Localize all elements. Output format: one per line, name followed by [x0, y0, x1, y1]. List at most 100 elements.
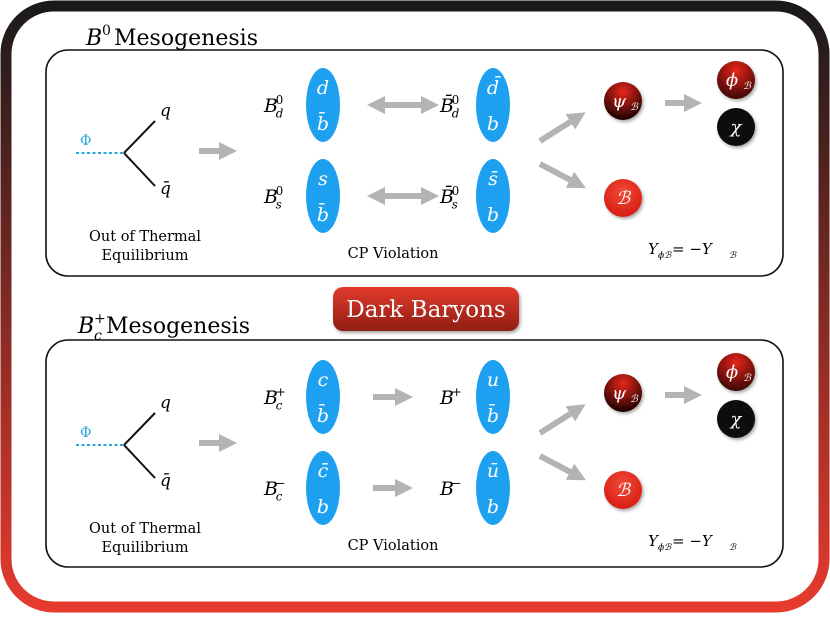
- particle-label: ϕ: [726, 70, 738, 91]
- quark-bottom: b̄: [317, 403, 329, 427]
- quark-top: s̄: [488, 168, 498, 190]
- partner-meson-symbol: B̄0s: [439, 184, 459, 212]
- quark-top: c̄: [318, 460, 329, 482]
- particle-circle: [717, 108, 755, 146]
- panel-box: [45, 339, 784, 568]
- particle-label: ψ: [612, 91, 627, 112]
- quark-pill-shape: [476, 360, 510, 434]
- meson-symbol: B+c: [263, 385, 286, 413]
- antiquark-label: q̄: [160, 179, 171, 199]
- subscript: c: [276, 490, 283, 504]
- quark-bottom: b: [487, 496, 499, 518]
- antiquark-line: [123, 444, 156, 479]
- chi-particle: χ: [717, 108, 755, 146]
- caption-out-of-equilibrium-1: Out of Thermal: [89, 521, 201, 537]
- particle-circle: [717, 400, 755, 438]
- svg-text:B̄: B̄: [439, 94, 454, 117]
- partner-quark-content: u b̄: [476, 360, 510, 434]
- quark-bottom: b: [487, 204, 499, 226]
- quark-top: c: [318, 369, 329, 391]
- panel-title: B+c Mesogenesis: [77, 311, 250, 344]
- particle-sub: ℬ: [630, 394, 639, 405]
- meson-symbol: B0d: [263, 93, 284, 121]
- svg-text:B: B: [439, 478, 454, 500]
- arrow-to-baryon: [538, 161, 586, 189]
- particle-label: ℬ: [616, 188, 632, 209]
- quark-pill-shape: [306, 68, 340, 142]
- particle-circle: [604, 374, 642, 412]
- particle-sub: ℬ: [630, 102, 639, 113]
- title-symbol: B: [77, 314, 94, 339]
- antiquark-line: [123, 152, 156, 187]
- inflaton-label: Φ: [80, 133, 91, 149]
- chi-particle: χ: [717, 400, 755, 438]
- panel-box: [45, 49, 784, 277]
- superscript: 0: [452, 93, 460, 107]
- subscript: d: [276, 107, 284, 121]
- meson-quark-content: sb̄: [306, 159, 340, 233]
- meson-row-2: B−c c̄b B− ūb: [263, 451, 510, 525]
- meson-row-1: B+c c b̄ B+ u b̄: [263, 360, 510, 434]
- caption-out-of-equilibrium-2: Equilibrium: [101, 248, 188, 264]
- quark-top: ū: [487, 460, 499, 482]
- title-text: Mesogenesis: [106, 314, 250, 339]
- partner-quark-content: s̄ b: [476, 159, 510, 233]
- relation-rhs-sub: ℬ: [729, 251, 737, 261]
- particle-circle: [604, 471, 642, 509]
- particle-label: χ: [729, 409, 743, 430]
- title-text: Mesogenesis: [114, 26, 258, 51]
- relation-eq: = −Y: [672, 532, 714, 550]
- antiquark-label: q̄: [160, 471, 171, 491]
- quark-pill-shape: [476, 159, 510, 233]
- particle-label: χ: [729, 117, 743, 138]
- superscript: 0: [276, 184, 284, 198]
- baryon-particle: ℬ: [604, 179, 642, 217]
- svg-text:B: B: [439, 387, 454, 409]
- quark-bottom: b̄: [487, 403, 499, 427]
- inflaton-label: Φ: [80, 425, 91, 441]
- title-symbol: B: [85, 26, 102, 51]
- particle-circle: [717, 61, 755, 99]
- quark-bottom: b: [487, 113, 499, 135]
- superscript: 0: [276, 93, 284, 107]
- quark-bottom: b̄: [317, 111, 329, 135]
- particle-label: ϕ: [726, 362, 738, 383]
- relation-rhs-sub: ℬ: [729, 543, 737, 553]
- svg-text:B: B: [263, 186, 278, 208]
- relation-lhs: Y: [648, 240, 660, 258]
- particle-circle: [604, 82, 642, 120]
- caption-out-of-equilibrium-1: Out of Thermal: [89, 229, 201, 245]
- arrow-to-baryon: [538, 453, 586, 481]
- meson-symbol: B−c: [263, 476, 286, 504]
- arrow-to-psi: [538, 404, 586, 436]
- quark-pill-shape: [306, 451, 340, 525]
- superscript: +: [452, 385, 462, 399]
- arrow-to-psi: [538, 112, 586, 144]
- meson-quark-content: c̄b: [306, 451, 340, 525]
- partner-quark-content: d̄b: [476, 68, 510, 142]
- particle-sub: ℬ: [743, 81, 752, 92]
- meson-symbol: B0s: [263, 184, 283, 212]
- quark-pill-shape: [476, 68, 510, 142]
- particle-circle: [717, 353, 755, 391]
- baryon-particle: ℬ: [604, 471, 642, 509]
- title-sup: +: [94, 311, 106, 327]
- quark-bottom: b̄: [317, 202, 329, 226]
- superscript: −: [452, 476, 462, 490]
- subscript: s: [452, 198, 458, 212]
- svg-text:B: B: [263, 95, 278, 117]
- meson-quark-content: db̄: [306, 68, 340, 142]
- quark-label: q: [160, 393, 171, 413]
- quark-top: u: [487, 369, 499, 391]
- caption-out-of-equilibrium-2: Equilibrium: [101, 540, 188, 556]
- title-sub: c: [94, 328, 102, 344]
- particle-label: ℬ: [616, 480, 632, 501]
